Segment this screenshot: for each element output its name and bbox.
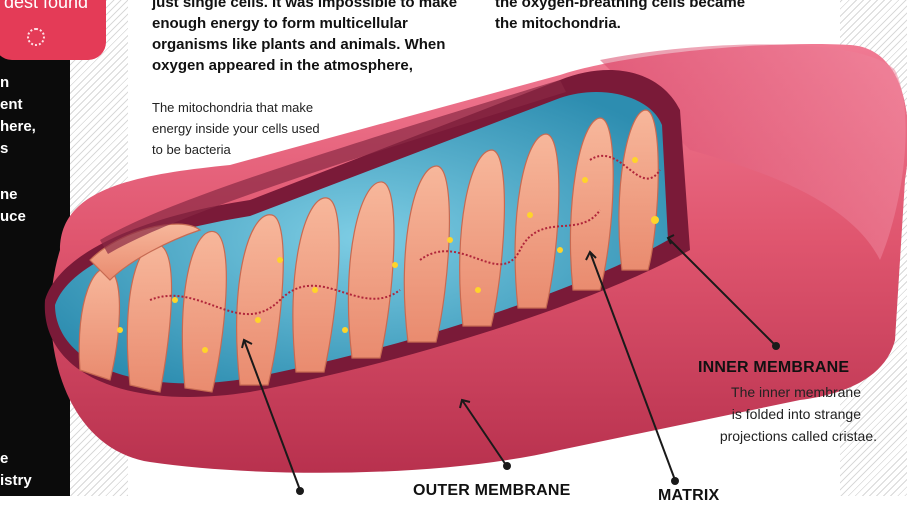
matrix-title: MATRIX [658,487,719,505]
inner-membrane-desc-3: projections called cristae. [720,427,877,446]
outer-membrane-title: OUTER MEMBRANE [413,482,570,500]
inner-membrane-title: INNER MEMBRANE [698,359,849,377]
inner-membrane-desc-1: The inner membrane [731,383,861,402]
inner-membrane-desc-2: is folded into strange [732,405,861,424]
